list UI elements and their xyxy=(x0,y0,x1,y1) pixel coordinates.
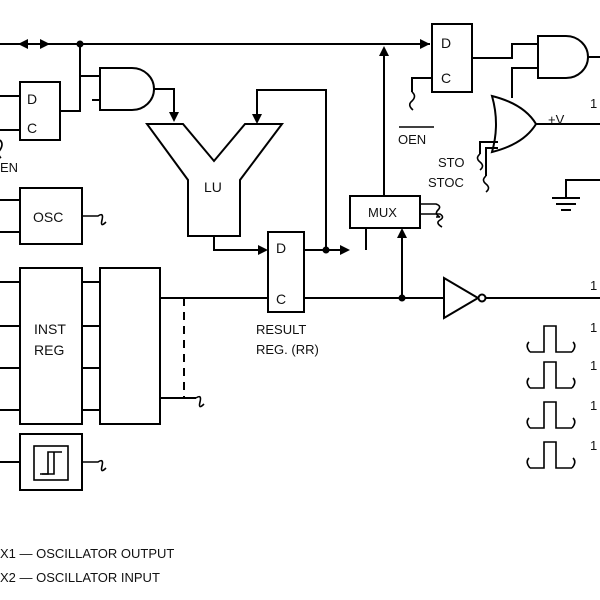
osc-label: OSC xyxy=(33,209,63,225)
right-label-a: 1 xyxy=(590,96,597,111)
right-label-c: 1 xyxy=(590,320,597,335)
right-label-f: 1 xyxy=(590,438,597,453)
latch-top-d: D xyxy=(441,35,451,51)
result-label-2: REG. (RR) xyxy=(256,342,319,357)
legend-x2: X2 — OSCILLATOR INPUT xyxy=(0,570,160,585)
schmitt-trigger-block xyxy=(0,433,107,491)
oen-left-label: EN xyxy=(0,160,18,175)
result-reg-d: D xyxy=(276,240,286,256)
lu-block: LU xyxy=(145,89,327,255)
osc-block: OSC xyxy=(0,187,107,245)
latch-left: D C EN xyxy=(0,44,81,175)
mux-label: MUX xyxy=(368,205,397,220)
latch-top-c: C xyxy=(441,70,451,86)
right-label-d: 1 xyxy=(590,358,597,373)
result-reg-c: C xyxy=(276,291,286,307)
inst-reg-label-1: INST xyxy=(34,321,66,337)
top-bus xyxy=(0,39,430,49)
oen-label: OEN xyxy=(398,132,426,147)
or-gate: STO STOC +V 1 xyxy=(428,94,600,193)
and-gate-top xyxy=(511,35,600,98)
sto-label: STO xyxy=(438,155,465,170)
lu-label: LU xyxy=(204,179,222,195)
inst-reg-block: INST REG xyxy=(0,267,100,425)
result-label-1: RESULT xyxy=(256,322,306,337)
pulse-icon xyxy=(526,441,576,469)
mux-block: MUX xyxy=(349,46,444,298)
and-gate-lu xyxy=(79,44,179,122)
latch-left-c: C xyxy=(27,120,37,136)
result-register: D C RESULT REG. (RR) xyxy=(256,231,350,357)
ground-icon xyxy=(552,179,600,211)
right-label-e: 1 xyxy=(590,398,597,413)
pulse-waveforms: 1 1 1 1 xyxy=(526,320,597,469)
pulse-icon xyxy=(526,401,576,429)
pulse-icon xyxy=(526,325,576,353)
output-buffer: 1 xyxy=(443,276,600,320)
legend-x1: X1 — OSCILLATOR OUTPUT xyxy=(0,546,174,561)
latch-left-d: D xyxy=(27,91,37,107)
inst-reg-label-2: REG xyxy=(34,342,64,358)
plus-v-label: +V xyxy=(548,112,565,127)
latch-top: D C OEN xyxy=(398,23,538,147)
decoder-block xyxy=(99,267,444,425)
legend: X1 — OSCILLATOR OUTPUT X2 — OSCILLATOR I… xyxy=(0,546,174,585)
right-label-b: 1 xyxy=(590,278,597,293)
pulse-icon xyxy=(526,361,576,389)
stoc-label: STOC xyxy=(428,175,464,190)
